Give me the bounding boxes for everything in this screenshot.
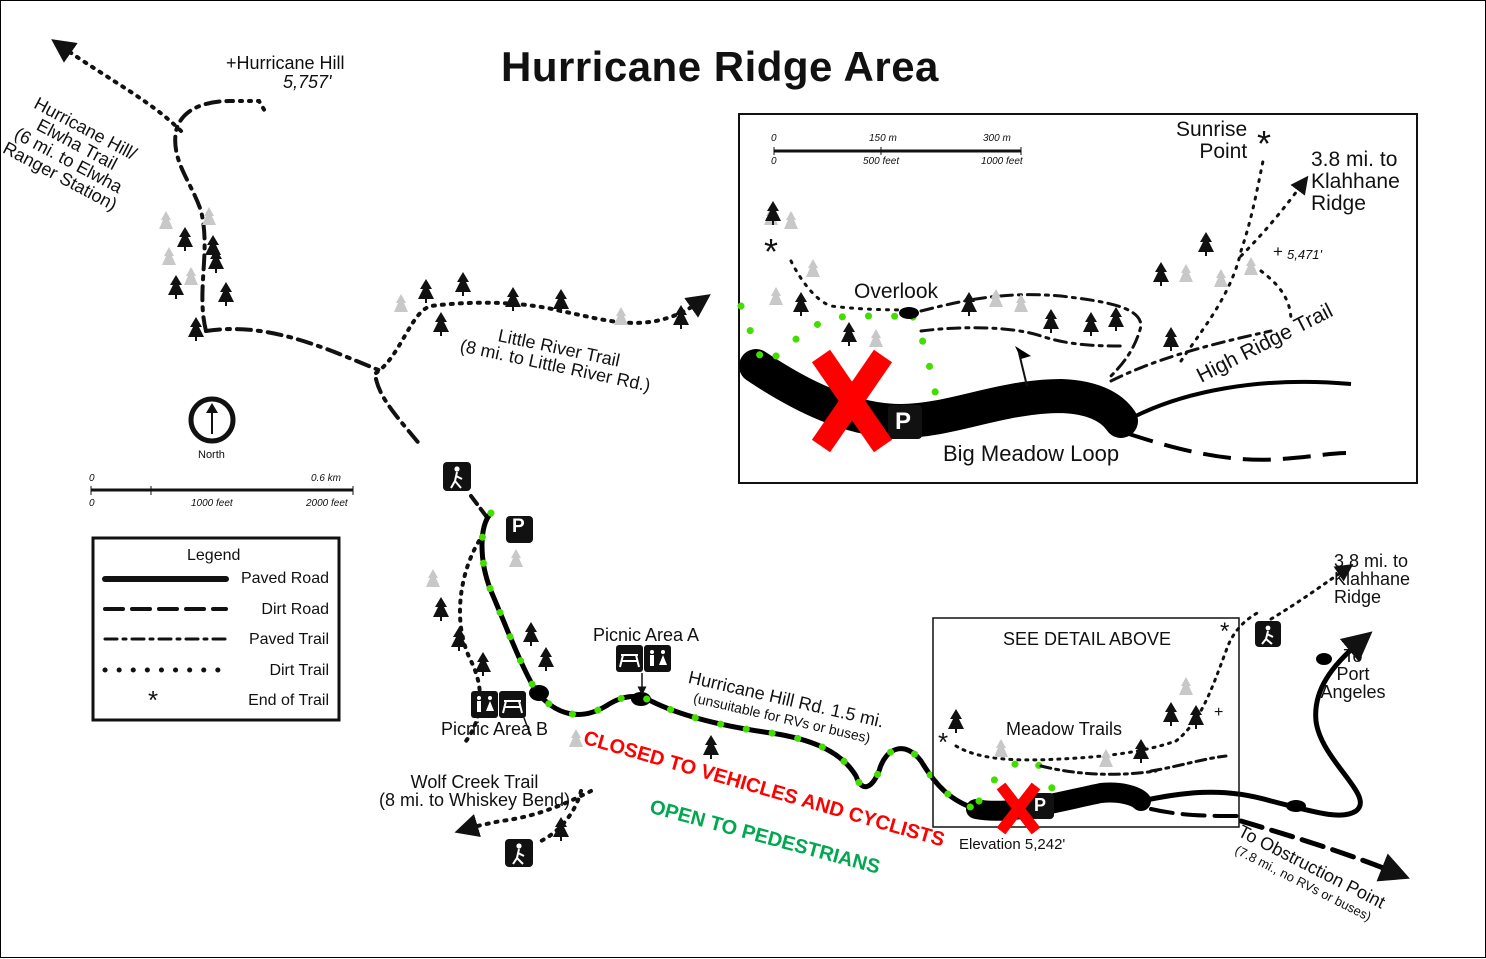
- inset-scale-top-end: 300 m: [983, 133, 1011, 144]
- picnic-area-a-label: Picnic Area A: [593, 625, 700, 645]
- restroom-icon: [471, 691, 498, 718]
- plus-marker: +: [226, 53, 237, 73]
- meadow-trails-lower: [954, 563, 1354, 776]
- inset-scale-bottom-end: 1000 feet: [981, 156, 1023, 167]
- klahhane-inset-line3: Ridge: [1311, 192, 1366, 215]
- plus-marker: +: [1273, 242, 1283, 261]
- restroom-icon: [644, 645, 671, 672]
- inset-road-east: [1125, 379, 1352, 423]
- inset-scale-top-mid: 150 m: [869, 133, 897, 144]
- port-line1: To: [1343, 646, 1363, 666]
- main-scale-bottom-zero: 0: [89, 498, 95, 509]
- klahhane-inset-line1: 3.8 mi. to: [1311, 148, 1398, 171]
- main-scale-bottom-end: 2000 feet: [306, 498, 348, 509]
- inset-trails: [789, 159, 1309, 383]
- asterisk-icon: *: [1220, 618, 1230, 645]
- elevation-5471-label: 5,471': [1287, 247, 1323, 262]
- map-title: Hurricane Ridge Area: [501, 43, 939, 90]
- asterisk-icon: *: [1257, 123, 1272, 164]
- hiker-icon: [505, 839, 533, 867]
- legend-title: Legend: [187, 547, 241, 564]
- closed-route-dots-inset: [737, 302, 940, 400]
- hurricane-hill-label: +Hurricane Hill: [226, 54, 345, 72]
- paved-road-main: [479, 510, 1410, 882]
- wolf-creek-trail-label: Wolf Creek Trail (8 mi. to Whiskey Bend): [379, 773, 570, 809]
- port-line2: Port: [1336, 664, 1370, 684]
- port-angeles-label: To Port Angeles: [1313, 647, 1393, 701]
- closed-route-dots-main: [478, 509, 1057, 813]
- hurricane-hill-trail: [51, 39, 711, 843]
- legend-paved-road: Paved Road: [240, 570, 329, 587]
- hiker-icon: [443, 462, 471, 491]
- legend-asterisk-icon: *: [148, 685, 159, 715]
- klahhane-lower-line1: 3.8 mi. to: [1334, 551, 1409, 571]
- wolf-creek-line1: Wolf Creek Trail: [410, 772, 539, 792]
- sunrise-line1: Sunrise: [1176, 118, 1248, 141]
- sunrise-line2: Point: [1199, 140, 1248, 163]
- inset-scale-top-zero: 0: [771, 133, 777, 144]
- klahhane-ridge-label-inset: 3.8 mi. to Klahhane Ridge: [1311, 149, 1400, 215]
- klahhane-lower-line2: Klahhane: [1334, 569, 1411, 589]
- main-scale-top-zero: 0: [89, 473, 95, 484]
- legend-dirt-trail: Dirt Trail: [269, 662, 329, 679]
- parking-icon: [1028, 793, 1054, 819]
- parking-icon: [888, 405, 922, 439]
- klahhane-inset-line2: Klahhane: [1311, 170, 1400, 193]
- sunrise-point-label: Sunrise Point: [1176, 119, 1247, 163]
- main-scale-bottom-mid: 1000 feet: [191, 498, 233, 509]
- detail-box-lower: [932, 617, 1240, 828]
- asterisk-icon: *: [938, 727, 949, 757]
- parking-letter: P: [512, 516, 525, 537]
- picnic-area-b-label: Picnic Area B: [441, 719, 549, 739]
- legend-dirt-road: Dirt Road: [261, 601, 329, 618]
- inset-scale-bottom-mid: 500 feet: [863, 156, 900, 167]
- hurricane-hill-name: Hurricane Hill: [236, 53, 345, 73]
- elevation-label: Elevation 5,242': [959, 836, 1066, 853]
- inset-paved-road: [739, 349, 1138, 439]
- legend-swatches: [102, 576, 229, 673]
- main-scale-top-end: 0.6 km: [311, 473, 342, 484]
- north-label: North: [198, 449, 225, 461]
- inset-scale-bar: [773, 147, 1022, 155]
- inset-scale-bottom-zero: 0: [771, 156, 777, 167]
- klahhane-lower-line3: Ridge: [1334, 587, 1382, 607]
- port-line3: Angeles: [1320, 682, 1386, 702]
- picnic-table-icon: [499, 691, 526, 718]
- hiker-icon: [1255, 621, 1281, 647]
- legend-paved-trail: Paved Trail: [248, 631, 329, 648]
- legend-box: [91, 536, 341, 722]
- inset-dirt-road: [1125, 431, 1347, 462]
- see-detail-label: SEE DETAIL ABOVE: [1003, 629, 1172, 649]
- plus-marker: +: [1214, 704, 1224, 721]
- klahhane-ridge-label-lower: 3.8 mi. to Klahhane Ridge: [1334, 552, 1410, 606]
- hurricane-hill-elevation: 5,757': [283, 72, 332, 92]
- red-x-icon: [811, 349, 893, 453]
- asterisk-icon: *: [764, 231, 779, 272]
- legend-end-of-trail: End of Trail: [248, 692, 329, 709]
- overlook-label: Overlook: [854, 280, 939, 303]
- meadow-trails-label: Meadow Trails: [1006, 719, 1123, 739]
- red-x-icon: [996, 782, 1041, 835]
- parking-icon: [506, 516, 533, 543]
- north-arrow-icon: [188, 396, 236, 444]
- picnic-table-icon: [616, 645, 643, 672]
- parking-letter: P: [1034, 795, 1047, 815]
- parking-letter: P: [895, 408, 912, 435]
- wolf-creek-line2: (8 mi. to Whiskey Bend): [379, 790, 571, 810]
- big-meadow-loop-label: Big Meadow Loop: [943, 441, 1120, 466]
- main-scale-bar: [90, 486, 354, 495]
